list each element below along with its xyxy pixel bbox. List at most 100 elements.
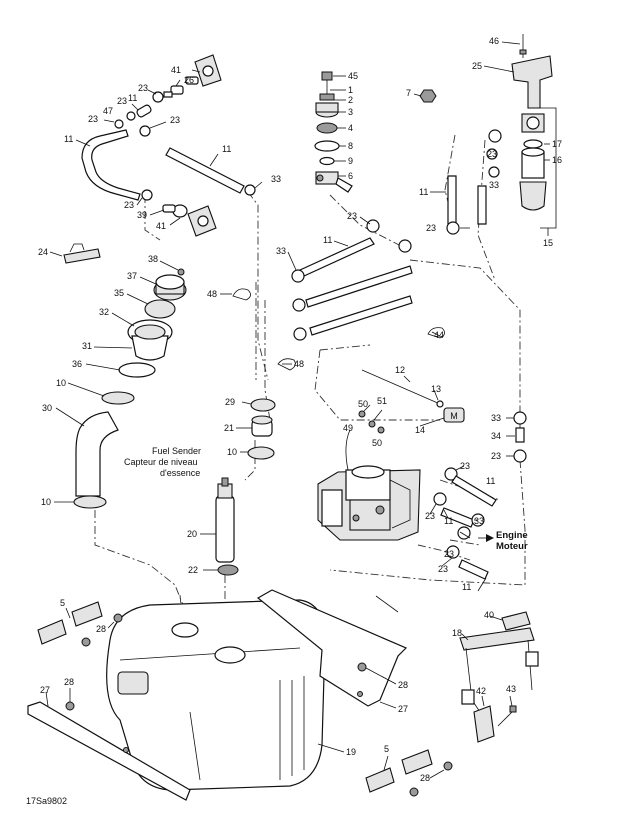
callout-23-a: 23: [138, 83, 148, 93]
callout-28-right: 28: [398, 680, 408, 690]
part-38-screw: [177, 268, 185, 276]
part-50-nut-a: [358, 410, 366, 418]
callout-50-b: 50: [372, 438, 382, 448]
part-27-strap-left: [27, 701, 191, 801]
callout-11-center: 11: [323, 235, 332, 245]
callout-5-bottom: 5: [384, 744, 389, 754]
callout-32: 32: [99, 307, 109, 317]
part-44-clip: [427, 327, 445, 339]
part-8-washer: [314, 140, 340, 152]
callout-9: 9: [348, 156, 353, 166]
part-33-clamp-d: [293, 327, 307, 341]
callout-5-left: 5: [60, 598, 65, 608]
part-12-choke-cable: [361, 369, 444, 408]
engine-label: Engine Moteur: [478, 530, 528, 552]
part-48-clip-a: [232, 288, 251, 301]
callout-18: 18: [452, 628, 462, 638]
callout-41-lower: 41: [156, 221, 166, 231]
callout-23-carb: 23: [460, 461, 470, 471]
part-30-filler-hose: [75, 411, 119, 497]
part-28-screw-c: [113, 613, 123, 623]
callout-11-carb-b: 11: [444, 516, 453, 526]
part-11-tube-d: [309, 295, 413, 336]
callout-27-right: 27: [398, 704, 408, 714]
callout-10-sender: 10: [227, 447, 237, 457]
callout-4: 4: [348, 123, 353, 133]
callout-23-filter: 23: [487, 149, 497, 159]
callout-50-a: 50: [358, 399, 368, 409]
part-23-ring-f: [488, 129, 502, 143]
callout-11-straight: 11: [222, 144, 231, 154]
part-10-clamp-lower: [73, 495, 107, 509]
callout-28-left: 28: [96, 624, 106, 634]
callout-40: 40: [484, 610, 494, 620]
callout-23-d: 23: [170, 115, 180, 125]
fuel-sender-label-fr-2: d'essence: [160, 468, 200, 478]
callout-21: 21: [224, 423, 234, 433]
callout-36: 36: [72, 359, 82, 369]
fuel-sender-label-fr-1: Capteur de niveau: [124, 457, 198, 467]
part-22-seal: [217, 564, 239, 576]
callout-45: 45: [348, 71, 358, 81]
part-15-filter-head: [521, 113, 545, 133]
callout-23-center: 23: [347, 211, 357, 221]
part-37-filler-cap: [153, 274, 187, 301]
part-25-bracket: [511, 55, 553, 109]
part-24-clip: [63, 243, 101, 264]
part-33-clamp-b: [291, 269, 305, 283]
callout-24: 24: [38, 247, 48, 257]
callout-23-carb-d: 23: [438, 564, 448, 574]
callout-19: 19: [346, 747, 356, 757]
callout-17: 17: [552, 139, 562, 149]
part-9-o-ring: [319, 156, 335, 166]
callout-11-bent: 11: [64, 134, 73, 144]
callout-11-upper: 11: [128, 93, 137, 103]
callout-7: 7: [406, 88, 411, 98]
part-33-clamp-a: [244, 184, 256, 196]
callout-15: 15: [543, 238, 553, 248]
callout-29: 29: [225, 397, 235, 407]
part-34-check-valve: [515, 427, 525, 443]
part-28-screw-d: [81, 637, 91, 647]
callout-30: 30: [42, 403, 52, 413]
part-20-fuel-sender: [215, 477, 235, 563]
part-21-grommet: [251, 415, 273, 437]
callout-41-upper: 41: [171, 65, 181, 75]
callout-27-left: 27: [40, 685, 50, 695]
callout-23-filter-lower: 23: [426, 223, 436, 233]
part-23-ring-h: [446, 221, 460, 235]
callout-22: 22: [188, 565, 198, 575]
callout-1: 1: [348, 85, 353, 95]
callout-25: 25: [472, 61, 482, 71]
callout-48-b: 48: [294, 359, 304, 369]
part-2-collar: [319, 93, 335, 101]
callout-numbers: 45 1 2 3 4 8 9 6 7 25 46 17 16 15 23 33 …: [38, 36, 562, 783]
callout-47: 47: [103, 106, 113, 116]
part-5-bracket-left: [37, 601, 103, 645]
part-33-clamp-g: [513, 411, 527, 425]
part-11-tube-b: [299, 237, 375, 277]
part-27-strap-right: [256, 589, 408, 707]
svg-text:M: M: [450, 411, 458, 421]
part-23-ring-k: [433, 492, 447, 506]
callout-33-right: 33: [491, 413, 501, 423]
callout-20: 20: [187, 529, 197, 539]
part-28-screw-a: [65, 701, 75, 711]
callout-51: 51: [377, 396, 387, 406]
callout-46: 46: [489, 36, 499, 46]
callout-23-right: 23: [491, 451, 501, 461]
callout-35: 35: [114, 288, 124, 298]
part-3-knob: [315, 102, 339, 118]
callout-23-carb-c: 23: [444, 549, 454, 559]
callout-14: 14: [415, 425, 425, 435]
part-18-bracket-assembly: [459, 611, 539, 713]
part-33-clamp-e: [398, 239, 412, 253]
part-36-ring: [118, 362, 156, 378]
callout-10-upper: 10: [56, 378, 66, 388]
callout-44: 44: [434, 330, 444, 340]
part-11-hose-straight-a: [165, 147, 245, 194]
part-23-ring-g: [486, 148, 498, 160]
part-11-tube-c: [305, 265, 413, 308]
callout-38: 38: [148, 254, 158, 264]
